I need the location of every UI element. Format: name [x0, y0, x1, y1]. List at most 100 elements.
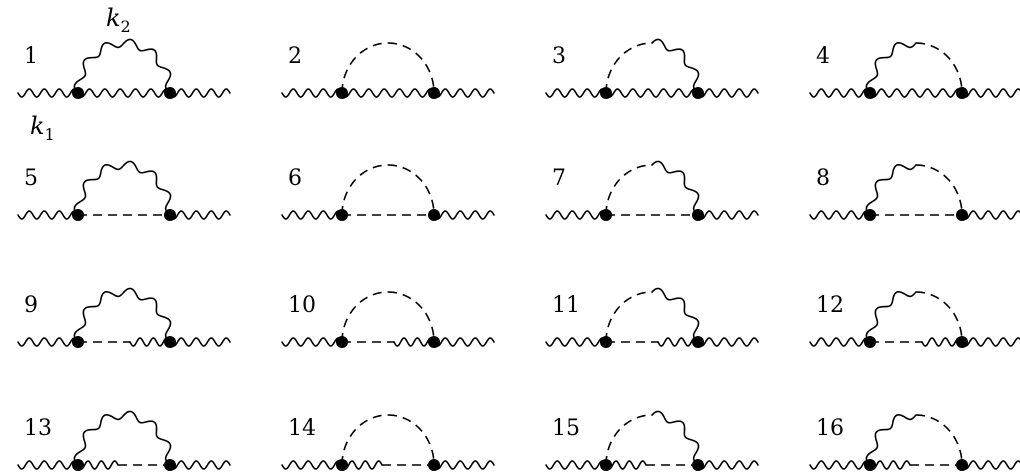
loop-right-half-wavy [651, 38, 700, 94]
external-leg-left [281, 337, 343, 347]
vertex-right [692, 459, 704, 471]
vertex-left [72, 336, 84, 348]
loop-left-half-wavy [73, 291, 125, 343]
loop-left-half-dashed [605, 42, 653, 94]
external-leg-right [961, 337, 1020, 347]
loop-right-half-wavy [123, 160, 172, 216]
loop-left-half-dashed [341, 164, 389, 216]
loop-left-half-wavy [73, 164, 125, 216]
vertex-left [600, 87, 612, 99]
external-leg-left [545, 210, 607, 220]
external-leg-left [809, 337, 871, 347]
loop-right-half-wavy [651, 160, 700, 216]
vertex-left [600, 209, 612, 221]
internal-line-wavy-part [921, 337, 963, 347]
diagram-1: 1 [17, 38, 231, 99]
loop-right-half-dashed [915, 164, 963, 216]
loop-left-half-wavy [73, 414, 125, 466]
external-leg-right [433, 337, 495, 347]
internal-line-wavy-part [869, 460, 911, 470]
momentum-label-k1: k1 [30, 112, 55, 144]
vertex-right [164, 459, 176, 471]
external-leg-left [545, 460, 607, 470]
diagram-16: 16 [809, 414, 1020, 471]
loop-right-half-wavy [123, 38, 172, 94]
external-leg-right [961, 88, 1020, 98]
momentum-label-k2: k2 [106, 4, 131, 36]
diagram-number-14: 14 [288, 416, 316, 441]
external-leg-right [169, 210, 231, 220]
diagram-number-12: 12 [816, 293, 844, 318]
vertex-left [600, 459, 612, 471]
loop-right-half-wavy [651, 287, 700, 343]
vertex-right [956, 336, 968, 348]
vertex-right [164, 209, 176, 221]
external-leg-right [697, 210, 759, 220]
diagram-number-4: 4 [816, 44, 830, 69]
external-leg-right [961, 210, 1020, 220]
external-leg-left [17, 88, 79, 98]
loop-left-half-wavy [865, 291, 917, 343]
diagram-5: 5 [17, 160, 231, 221]
loop-left-half-wavy [73, 42, 125, 94]
external-leg-right [433, 88, 495, 98]
momentum-label-k1-symbol: k [30, 112, 45, 140]
diagram-number-3: 3 [552, 44, 566, 69]
diagram-2: 2 [281, 42, 495, 99]
vertex-left [864, 87, 876, 99]
external-leg-left [281, 88, 343, 98]
external-leg-right [697, 337, 759, 347]
vertex-right [164, 336, 176, 348]
external-leg-right [697, 460, 759, 470]
external-leg-right [433, 210, 495, 220]
vertex-left [72, 87, 84, 99]
momentum-label-k1-subscript: 1 [45, 125, 55, 144]
internal-line-wavy [341, 88, 435, 98]
vertex-right [164, 87, 176, 99]
external-leg-left [17, 210, 79, 220]
external-leg-right [169, 460, 231, 470]
loop-left-half-wavy [865, 42, 917, 94]
momentum-label-k2-subscript: 2 [121, 17, 131, 36]
diagram-number-1: 1 [24, 44, 38, 69]
vertex-left [72, 459, 84, 471]
loop-right-half-dashed [387, 291, 435, 343]
internal-line-wavy [869, 88, 963, 98]
loop-left-half-dashed [605, 164, 653, 216]
internal-line-wavy-part [77, 460, 119, 470]
diagram-6: 6 [281, 164, 495, 221]
diagram-10: 10 [281, 291, 495, 348]
internal-line-wavy-part [605, 460, 647, 470]
vertex-left [336, 459, 348, 471]
diagram-9: 9 [17, 287, 231, 348]
diagram-3: 3 [545, 38, 759, 99]
internal-line-wavy-part [657, 337, 699, 347]
loop-right-half-wavy [123, 410, 172, 466]
external-leg-right [961, 460, 1020, 470]
loop-right-half-dashed [915, 414, 963, 466]
internal-line-wavy-part [393, 337, 435, 347]
vertex-left [864, 336, 876, 348]
loop-right-half-wavy [651, 410, 700, 466]
diagram-number-8: 8 [816, 166, 830, 191]
external-leg-left [281, 210, 343, 220]
vertex-right [956, 87, 968, 99]
loop-right-half-dashed [915, 42, 963, 94]
diagram-13: 13 [17, 410, 231, 471]
diagram-8: 8 [809, 164, 1020, 221]
vertex-right [956, 459, 968, 471]
diagram-number-9: 9 [24, 293, 38, 318]
vertex-right [428, 336, 440, 348]
external-leg-right [169, 337, 231, 347]
internal-line-wavy [77, 88, 171, 98]
diagram-number-15: 15 [552, 416, 580, 441]
vertex-right [428, 459, 440, 471]
vertex-right [692, 87, 704, 99]
momentum-label-k2-symbol: k [106, 4, 121, 32]
loop-right-half-dashed [387, 42, 435, 94]
loop-right-half-dashed [915, 291, 963, 343]
vertex-left [600, 336, 612, 348]
vertex-left [864, 209, 876, 221]
